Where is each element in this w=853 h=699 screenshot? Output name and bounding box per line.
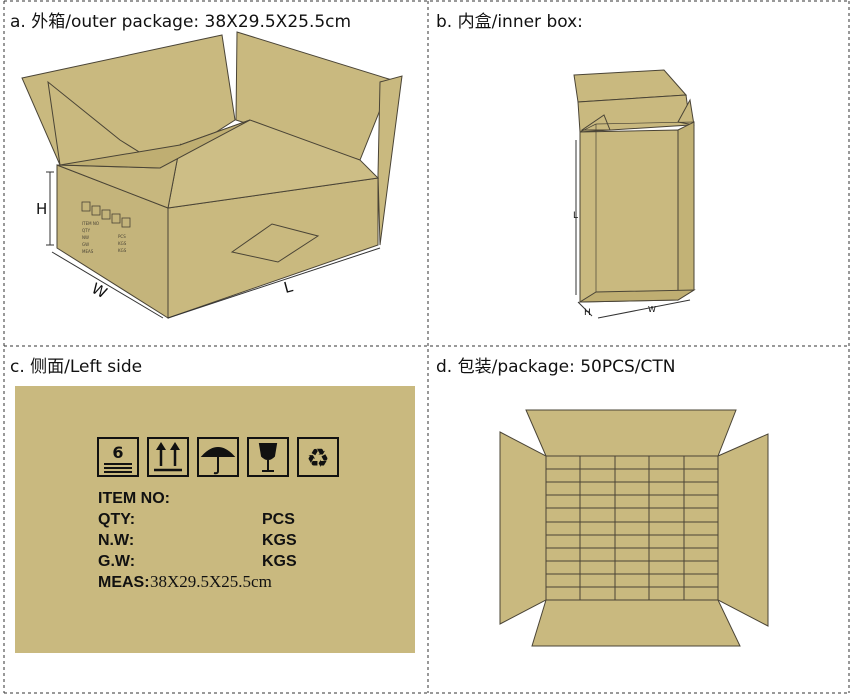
- svg-text:ITEM NO: ITEM NO: [82, 221, 99, 226]
- svg-text:6: 6: [112, 443, 123, 462]
- item-no-label: ITEM NO:: [98, 490, 170, 507]
- svg-text:MEAS: MEAS: [82, 249, 94, 254]
- meas-value: 38X29.5X25.5cm: [150, 572, 272, 591]
- qty-unit: PCS: [262, 511, 295, 528]
- svg-text:KGS: KGS: [118, 241, 127, 246]
- gw-unit: KGS: [262, 553, 297, 570]
- svg-text:GW: GW: [82, 242, 89, 247]
- caption-outer-package: a. 外箱/outer package: 38X29.5X25.5cm: [10, 12, 352, 32]
- dim-l-label: L: [282, 277, 295, 297]
- panel-inner-box: b. 内盒/inner box: L: [428, 0, 849, 346]
- fragile-icon-frame: [247, 437, 289, 477]
- dim-w-label: W: [88, 279, 110, 302]
- panel-left-side: c. 侧面/Left side 6: [0, 346, 428, 693]
- gw-label: G.W:: [98, 553, 135, 570]
- svg-text:♻: ♻: [306, 444, 329, 474]
- svg-text:QTY: QTY: [82, 228, 91, 233]
- svg-text:PCS: PCS: [118, 234, 126, 239]
- dim-h-label: H: [584, 308, 591, 318]
- svg-text:KGS: KGS: [118, 248, 127, 253]
- shipping-marks: 6 ♻ ITEM NO:: [97, 437, 339, 591]
- inner-box-drawing: L H W: [573, 69, 696, 319]
- recycle-icon: ♻: [306, 444, 329, 474]
- dim-h-label: H: [36, 200, 47, 218]
- fragile-icon: [258, 443, 278, 472]
- caption-left-side: c. 侧面/Left side: [10, 357, 143, 377]
- stack-limit-icon-frame: [97, 437, 139, 477]
- caption-package: d. 包装/package: 50PCS/CTN: [436, 357, 676, 377]
- dim-w-label: W: [648, 305, 656, 314]
- this-way-up-icon: [154, 442, 182, 472]
- svg-text:NW: NW: [82, 235, 89, 240]
- qty-label: QTY:: [98, 511, 135, 528]
- nw-label: N.W:: [98, 532, 134, 549]
- package-layout-drawing: [499, 409, 769, 647]
- stack-limit-icon: 6: [104, 443, 132, 473]
- this-way-up-icon-frame: [147, 437, 189, 477]
- dim-l-label: L: [573, 211, 578, 221]
- keep-dry-icon-frame: [197, 437, 239, 477]
- side-panel-board: [15, 386, 415, 653]
- meas-label: MEAS:: [98, 574, 150, 591]
- recycle-icon-frame: [297, 437, 339, 477]
- panel-outer-package: a. 外箱/outer package: 38X29.5X25.5cm: [0, 0, 428, 346]
- keep-dry-icon: [200, 447, 236, 475]
- outer-box-drawing: ITEM NO QTY NW GW MEAS PCS KGS KGS H W L: [21, 31, 403, 319]
- caption-inner-box: b. 内盒/inner box:: [436, 12, 583, 32]
- nw-unit: KGS: [262, 532, 297, 549]
- panel-package: d. 包装/package: 50PCS/CTN: [428, 346, 849, 693]
